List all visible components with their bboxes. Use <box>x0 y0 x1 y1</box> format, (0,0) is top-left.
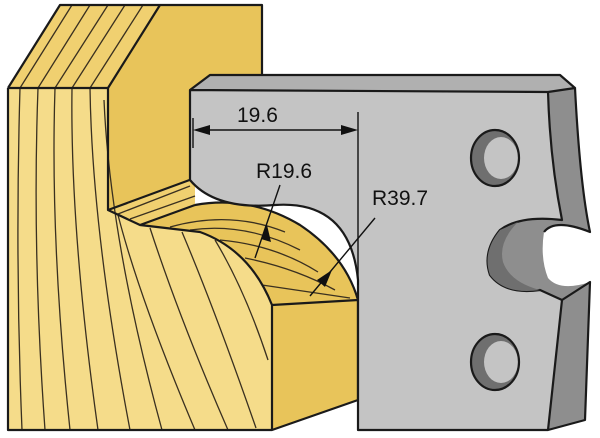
dimension-annotations: 19.6 R19.6 R39.7 <box>192 104 428 297</box>
large-radius-arrow <box>317 270 332 287</box>
lower-hole <box>469 332 521 392</box>
upper-hole <box>469 128 521 188</box>
large-radius-label: R39.7 <box>372 187 428 210</box>
wood-front-face <box>8 88 358 430</box>
wood-right-face <box>272 300 358 430</box>
wood-top-face <box>8 5 160 88</box>
small-radius-leader <box>254 184 281 259</box>
knife-side <box>499 88 590 430</box>
small-radius-arrow <box>261 225 271 242</box>
wood-outline <box>6 3 360 432</box>
cutter-knife <box>188 73 592 432</box>
wood-block <box>6 3 360 432</box>
wood-grain-profile <box>117 185 351 299</box>
notch-shadow <box>487 222 540 291</box>
knife-top-edge <box>190 75 575 92</box>
wood-grain-top <box>19 4 144 89</box>
width-arrow-right <box>341 125 358 135</box>
knife-front-face <box>190 90 562 430</box>
small-radius-label: R19.6 <box>256 160 312 183</box>
wood-grain-front <box>17 87 269 431</box>
width-dimension-label: 19.6 <box>237 104 278 127</box>
width-arrow-left <box>193 125 210 135</box>
